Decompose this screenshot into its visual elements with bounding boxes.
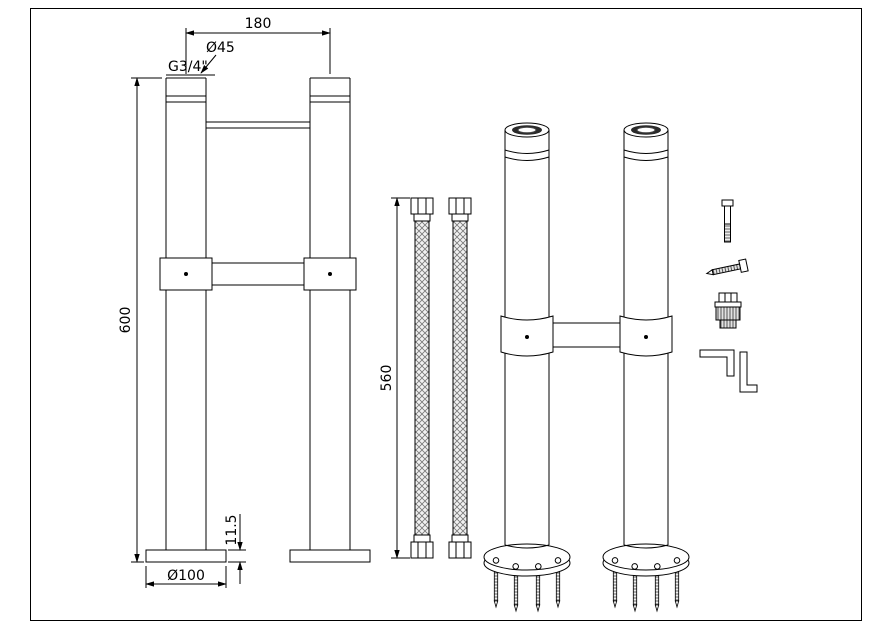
dim-label-560: 560 [379, 365, 395, 392]
dim-label-dia45: Ø45 [206, 40, 235, 56]
stud-pin-part [721, 199, 734, 243]
hardware-parts [699, 199, 758, 393]
dim-label-180: 180 [245, 16, 272, 32]
dimension-height: 600 [118, 77, 162, 563]
pictorial-view-standpipes [483, 122, 690, 612]
front-view-dimensions: 180 Ø45 G3/4" 600 11.5 [118, 16, 331, 588]
l-bracket-part-1 [699, 349, 735, 377]
threaded-adapter-part [714, 292, 742, 329]
hose-left [410, 197, 434, 559]
front-right-pipe [309, 77, 351, 550]
dimension-base-height: 11.5 [224, 514, 246, 584]
hose-right [448, 197, 472, 559]
tapping-screw-part [705, 258, 749, 276]
pictorial-base-flange-left [483, 543, 571, 577]
dimension-center-distance: 180 [185, 16, 331, 74]
dim-label-dia100: Ø100 [167, 568, 205, 584]
dimension-thread: G3/4" [166, 59, 215, 76]
pictorial-base-flange-right [602, 543, 690, 577]
flexible-hoses: 560 [379, 197, 472, 559]
front-top-rail [206, 121, 310, 129]
front-view-standpipes [145, 77, 371, 563]
dim-label-11-5: 11.5 [224, 514, 240, 545]
pictorial-crossbar [500, 315, 673, 357]
front-left-pipe [165, 77, 207, 550]
dimension-base-diameter: Ø100 [145, 566, 227, 588]
l-bracket-part-2 [739, 351, 758, 393]
front-base-flanges [145, 549, 371, 563]
dim-label-thread: G3/4" [168, 59, 208, 75]
dimension-hose-length: 560 [379, 197, 410, 559]
dimension-pipe-diameter: Ø45 [200, 40, 235, 74]
pipe-top-openings [504, 122, 669, 138]
dim-label-600: 600 [118, 307, 134, 334]
front-crossbar [159, 257, 357, 291]
drawing-border-frame [30, 8, 862, 621]
